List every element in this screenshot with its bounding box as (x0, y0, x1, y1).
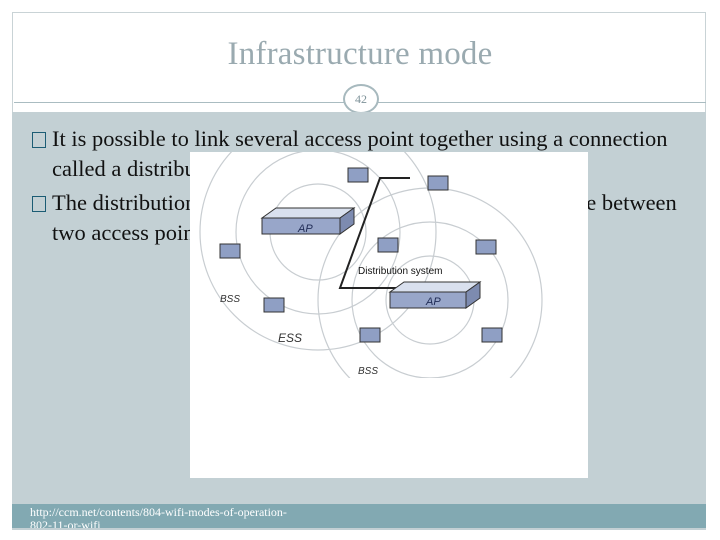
station-icon (263, 297, 285, 313)
bss-left-label: BSS (220, 294, 240, 305)
bullet-box-icon (32, 132, 46, 148)
ap-left-label: AP (297, 223, 313, 235)
distribution-line (338, 177, 410, 289)
bullet-box-icon (32, 196, 46, 212)
station-icon (377, 237, 399, 253)
source-link[interactable]: http://ccm.net/contents/804-wifi-modes-o… (30, 506, 287, 528)
coverage-ring (235, 152, 401, 315)
page-number-badge: 42 (343, 84, 379, 114)
distribution-label: Distribution system (358, 266, 442, 277)
diagram-svg: AP AP Distribution system BSS (199, 152, 543, 378)
access-point-right (388, 281, 482, 309)
ess-label: ESS (278, 331, 302, 345)
coverage-ring (199, 152, 437, 351)
station-icon (347, 167, 369, 183)
station-icon (359, 327, 381, 343)
infrastructure-diagram: AP AP Distribution system BSS (190, 152, 588, 478)
station-icon (219, 243, 241, 259)
station-group (219, 167, 503, 343)
station-icon (481, 327, 503, 343)
station-icon (427, 175, 449, 191)
coverage-ring (351, 221, 509, 378)
station-icon (475, 239, 497, 255)
ap-right-label: AP (425, 296, 441, 308)
slide-title: Infrastructure mode (227, 36, 493, 72)
bss-bottom-label: BSS (358, 366, 378, 377)
access-point-left (260, 207, 356, 235)
footer-bar (12, 504, 706, 528)
